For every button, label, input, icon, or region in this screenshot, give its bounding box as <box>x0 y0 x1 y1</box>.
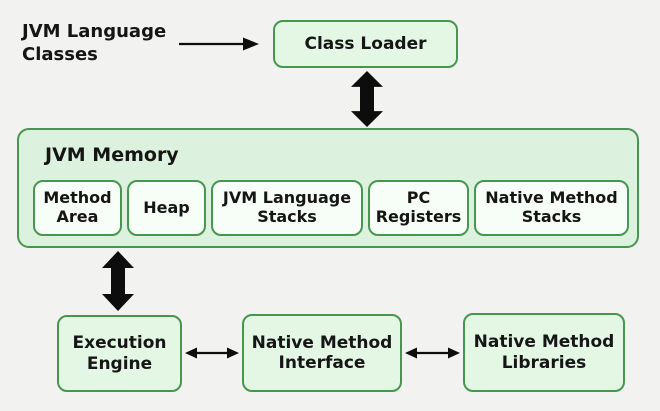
horizontal-double-arrow-icon <box>405 347 460 359</box>
right-arrow-icon <box>179 37 259 51</box>
pc-registers-box: PC Registers <box>368 180 469 236</box>
native-method-interface-box: Native Method Interface <box>242 314 402 392</box>
jvm-language-stacks-box: JVM Language Stacks <box>211 180 363 236</box>
jvm-memory-title: JVM Memory <box>45 144 179 166</box>
native-method-libraries-box: Native Method Libraries <box>463 313 625 392</box>
jvm-memory-container: JVM Memory Method Area Heap JVM Language… <box>17 128 639 248</box>
execution-engine-box: Execution Engine <box>57 315 182 392</box>
jvm-language-classes-label: JVM Language Classes <box>22 21 167 66</box>
horizontal-double-arrow-icon <box>185 347 239 359</box>
jvm-memory-components-row: Method Area Heap JVM Language Stacks PC … <box>33 180 630 236</box>
method-area-box: Method Area <box>33 180 122 236</box>
native-method-stacks-box: Native Method Stacks <box>474 180 629 236</box>
heap-box: Heap <box>127 180 206 236</box>
vertical-double-arrow-icon <box>102 251 134 311</box>
vertical-double-arrow-icon <box>351 71 383 127</box>
class-loader-box: Class Loader <box>273 20 458 68</box>
